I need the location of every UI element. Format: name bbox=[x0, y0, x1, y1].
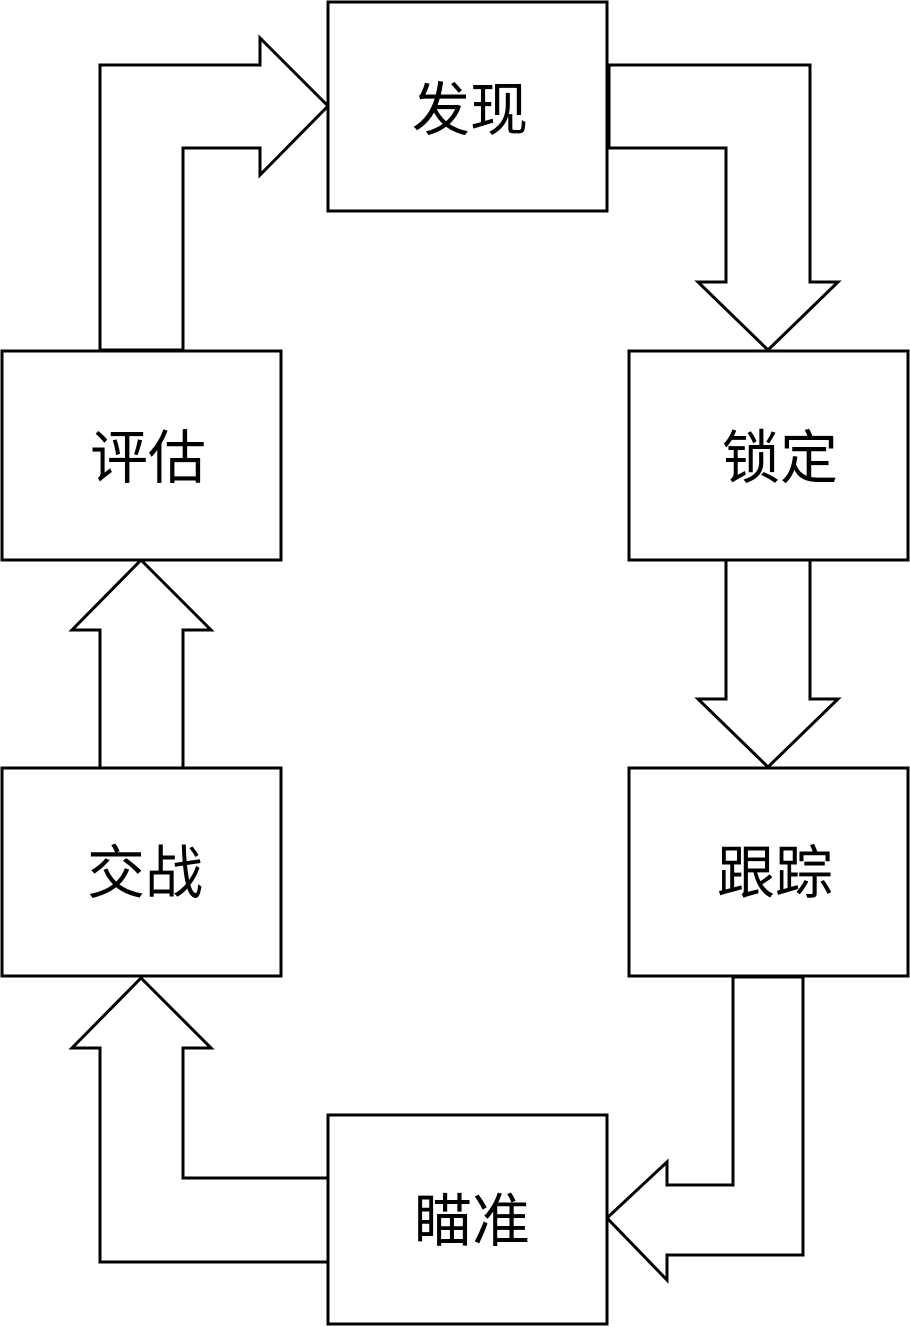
arrow-engage-to-assess bbox=[68, 557, 215, 770]
node-box-track bbox=[627, 766, 910, 978]
node-label-lock: 锁定 bbox=[722, 424, 838, 492]
arrow-aim-to-engage bbox=[68, 975, 330, 1264]
node-box-assess bbox=[0, 349, 283, 562]
node-box-engage bbox=[0, 766, 283, 978]
arrow-track-to-aim bbox=[604, 975, 805, 1284]
node-box-aim bbox=[326, 1113, 609, 1326]
node-box-discover bbox=[326, 0, 609, 213]
arrow-discover-to-lock bbox=[607, 63, 842, 353]
node-box-lock bbox=[627, 349, 910, 562]
node-label-assess: 评估 bbox=[90, 424, 206, 492]
node-label-track: 跟踪 bbox=[717, 839, 833, 907]
arrow-assess-to-discover bbox=[98, 34, 331, 352]
node-label-engage: 交战 bbox=[87, 839, 203, 907]
node-label-aim: 瞄准 bbox=[414, 1187, 530, 1255]
node-label-discover: 发现 bbox=[412, 76, 528, 144]
arrow-lock-to-track bbox=[694, 558, 842, 770]
